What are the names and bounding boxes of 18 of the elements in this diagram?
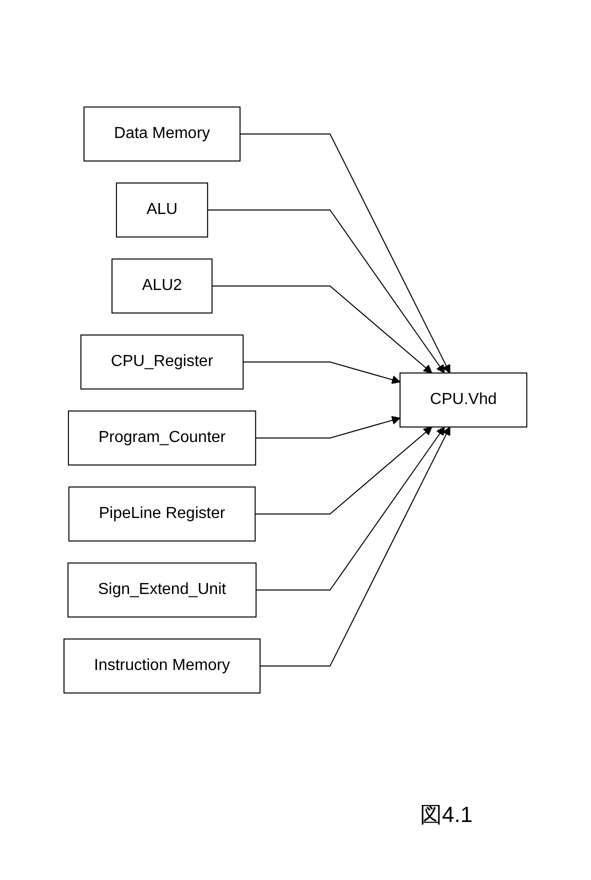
- node-box: ALU2: [112, 258, 213, 314]
- node-box: Data Memory: [84, 106, 241, 162]
- figure-caption: 図4.1: [420, 801, 473, 829]
- arrow: [256, 426, 445, 590]
- node-box: CPU.Vhd: [400, 372, 528, 428]
- node-box: Instruction Memory: [64, 638, 261, 694]
- node-box: PipeLine Register: [68, 486, 256, 542]
- arrow: [207, 210, 445, 374]
- node-box: CPU_Register: [80, 334, 244, 390]
- node-box: Sign_Extend_Unit: [68, 562, 257, 618]
- arrow: [260, 426, 450, 666]
- arrow: [255, 416, 401, 438]
- arrow: [242, 362, 401, 384]
- arrow: [254, 426, 432, 514]
- arrow: [212, 286, 432, 374]
- arrow: [240, 134, 450, 374]
- node-box: ALU: [116, 182, 208, 238]
- node-box: Program_Counter: [68, 410, 256, 466]
